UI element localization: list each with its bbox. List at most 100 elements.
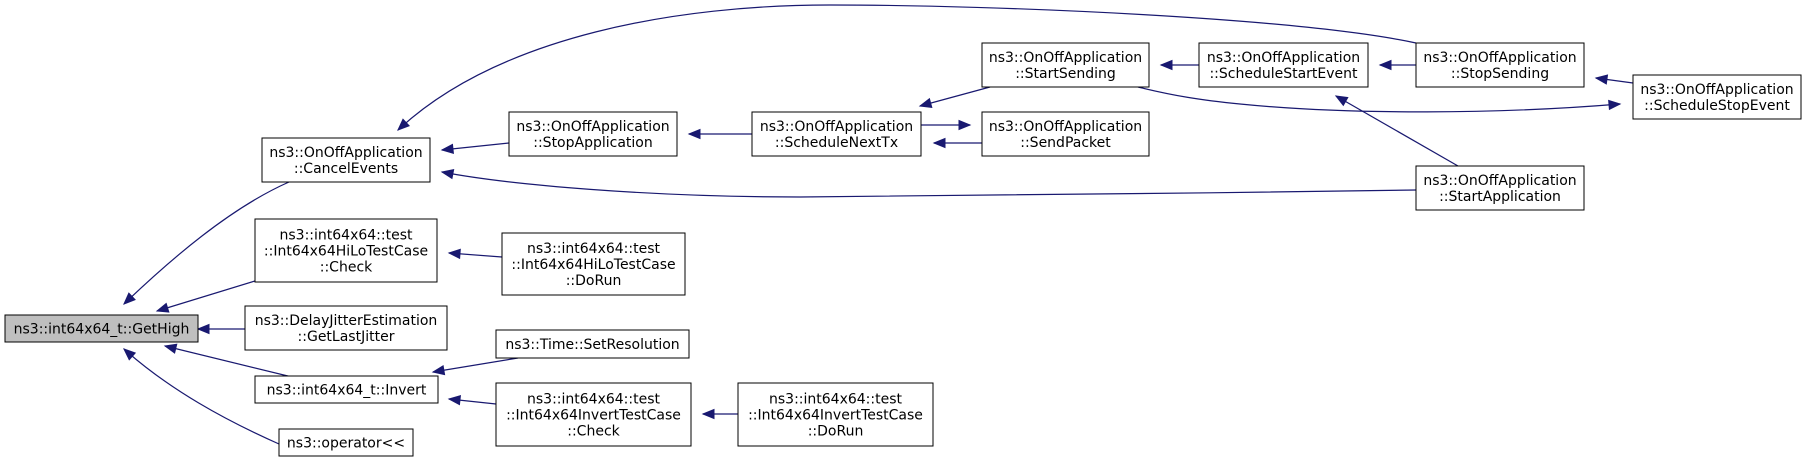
arrowhead-icon xyxy=(123,292,136,305)
node-hilo-check[interactable]: ns3::int64x64::test::Int64x64HiLoTestCas… xyxy=(254,218,438,283)
node-stopapplication[interactable]: ns3::OnOffApplication::StopApplication xyxy=(508,111,678,157)
node-label: ns3::int64x64_t::GetHigh xyxy=(14,322,190,338)
node-label: ::Int64x64HiLoTestCase xyxy=(264,244,428,260)
node-box xyxy=(508,111,678,157)
node-label: ::StopApplication xyxy=(533,135,653,151)
arrowhead-icon xyxy=(155,302,170,313)
node-label: ::Int64x64InvertTestCase xyxy=(748,408,923,424)
node-operator-shift[interactable]: ns3::operator<< xyxy=(278,428,414,457)
node-label: ::CancelEvents xyxy=(294,161,398,177)
edge-line xyxy=(164,345,293,378)
edge-sendpacket-to-schedulenexttx xyxy=(932,137,982,149)
arrowhead-icon xyxy=(447,248,461,260)
edge-line xyxy=(441,171,1417,198)
edge-startsending-to-schedulenexttx xyxy=(918,86,991,109)
arrowhead-icon xyxy=(196,323,210,335)
edge-stopsending-to-cancelevents xyxy=(397,4,1417,131)
arrowhead-icon xyxy=(1159,59,1173,71)
node-label: ns3::int64x64::test xyxy=(280,228,414,244)
node-box xyxy=(244,305,448,351)
node-getlastjitter[interactable]: ns3::DelayJitterEstimation::GetLastJitte… xyxy=(244,305,448,351)
node-invert-dorun[interactable]: ns3::int64x64::test::Int64x64InvertTestC… xyxy=(737,382,934,447)
node-label: ns3::OnOffApplication xyxy=(516,119,669,135)
node-box xyxy=(254,375,439,404)
node-label: ::Int64x64InvertTestCase xyxy=(506,408,681,424)
node-stopsending[interactable]: ns3::OnOffApplication::StopSending xyxy=(1415,42,1585,88)
node-schedulenexttx[interactable]: ns3::OnOffApplication::ScheduleNextTx xyxy=(751,111,922,157)
edge-line xyxy=(1137,86,1621,113)
node-schedulestopevent[interactable]: ns3::OnOffApplication::ScheduleStopEvent xyxy=(1632,74,1802,120)
node-schedulestartevent[interactable]: ns3::OnOffApplication::ScheduleStartEven… xyxy=(1198,42,1369,88)
arrowhead-icon xyxy=(918,97,933,109)
node-label: ns3::Time::SetResolution xyxy=(505,337,679,353)
node-box xyxy=(501,232,686,296)
node-box xyxy=(737,382,934,447)
node-label: ns3::operator<< xyxy=(287,436,405,452)
node-label: ns3::OnOffApplication xyxy=(1207,50,1360,66)
node-label: ::ScheduleNextTx xyxy=(775,135,898,151)
edge-line xyxy=(156,280,256,312)
node-box xyxy=(495,329,690,359)
node-box xyxy=(254,218,438,283)
arrowhead-icon xyxy=(397,118,410,131)
edge-invert-check-to-invert xyxy=(447,395,497,406)
node-sendpacket[interactable]: ns3::OnOffApplication::SendPacket xyxy=(981,111,1150,157)
node-invert-check[interactable]: ns3::int64x64::test::Int64x64InvertTestC… xyxy=(495,382,692,447)
arrowhead-icon xyxy=(447,395,461,406)
edge-line xyxy=(1335,95,1459,167)
arrowhead-icon xyxy=(1378,59,1392,71)
arrowhead-icon xyxy=(440,143,454,155)
node-label: ns3::int64x64::test xyxy=(527,241,661,257)
edge-stopsending-to-schedulestartevent xyxy=(1378,59,1416,71)
node-startapplication[interactable]: ns3::OnOffApplication::StartApplication xyxy=(1415,165,1585,211)
node-label: ::GetLastJitter xyxy=(298,329,395,345)
node-box xyxy=(1632,74,1802,120)
node-setresolution[interactable]: ns3::Time::SetResolution xyxy=(495,329,690,359)
arrowhead-icon xyxy=(687,128,701,140)
node-label: ::SendPacket xyxy=(1020,135,1111,151)
edge-startsending-to-schedulestopevent xyxy=(1137,86,1622,113)
node-label: ns3::OnOffApplication xyxy=(1640,82,1793,98)
edge-startapplication-to-schedulestartevent xyxy=(1334,95,1459,167)
nodes-layer: ns3::int64x64_t::GetHigh ns3::OnOffApplic… xyxy=(4,42,1802,457)
node-hilo-dorun[interactable]: ns3::int64x64::test::Int64x64HiLoTestCas… xyxy=(501,232,686,296)
arrowhead-icon xyxy=(958,119,972,131)
node-label: ::StartSending xyxy=(1015,66,1116,82)
edge-setresolution-to-invert xyxy=(431,357,519,376)
node-label: ns3::OnOffApplication xyxy=(989,50,1142,66)
node-box xyxy=(1415,165,1585,211)
edge-line xyxy=(123,181,290,305)
node-box xyxy=(261,137,431,183)
node-label: ns3::DelayJitterEstimation xyxy=(255,313,438,329)
edges-layer xyxy=(123,4,1634,445)
node-label: ::Check xyxy=(567,424,620,440)
edge-getlastjitter-to-gethigh xyxy=(196,323,245,335)
edge-cancelevents-to-gethigh xyxy=(123,181,290,305)
node-cancelevents[interactable]: ns3::OnOffApplication::CancelEvents xyxy=(261,137,431,183)
arrowhead-icon xyxy=(431,364,446,376)
arrowhead-icon xyxy=(701,408,715,420)
edge-startapplication-to-cancelevents xyxy=(440,169,1417,198)
node-box xyxy=(278,428,414,457)
node-invert[interactable]: ns3::int64x64_t::Invert xyxy=(254,375,439,404)
node-label: ns3::OnOffApplication xyxy=(1423,173,1576,189)
node-label: ::Check xyxy=(320,260,373,276)
arrowhead-icon xyxy=(123,348,137,361)
node-startsending[interactable]: ns3::OnOffApplication::StartSending xyxy=(981,42,1150,88)
edge-line xyxy=(919,86,991,107)
edge-hilo-dorun-to-hilo-check xyxy=(447,248,503,260)
node-label: ::ScheduleStartEvent xyxy=(1209,66,1358,82)
node-label: ns3::int64x64::test xyxy=(769,392,903,408)
node-box xyxy=(1415,42,1585,88)
node-label: ns3::int64x64_t::Invert xyxy=(267,383,427,399)
arrowhead-icon xyxy=(932,137,946,149)
node-label: ::Int64x64HiLoTestCase xyxy=(511,257,675,273)
edge-stopapplication-to-cancelevents xyxy=(440,142,510,155)
arrowhead-icon xyxy=(163,343,178,354)
arrowhead-icon xyxy=(440,169,455,180)
node-label: ::DoRun xyxy=(808,424,864,440)
node-label: ::StartApplication xyxy=(1439,189,1561,205)
node-gethigh: ns3::int64x64_t::GetHigh xyxy=(4,314,199,343)
node-box xyxy=(495,382,692,447)
